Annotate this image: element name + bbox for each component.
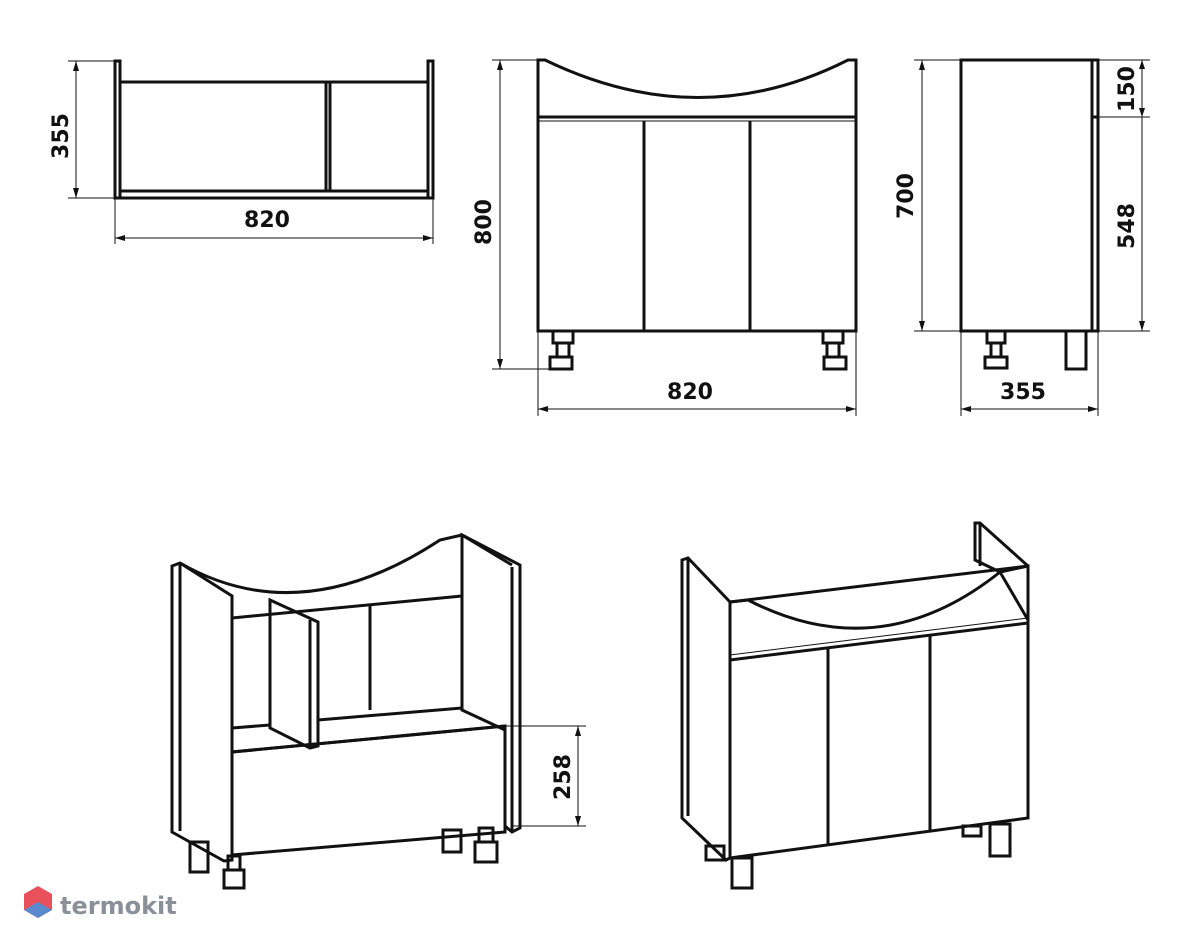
dim-side-top-label: 150 [1115, 66, 1140, 112]
iso-legs [188, 826, 499, 890]
side-leg-front [983, 329, 1009, 370]
dim-front-height-label: 800 [472, 199, 497, 245]
dim-side-height-label: 700 [894, 173, 919, 219]
iso-hatched-drawer [230, 724, 507, 857]
iso2-legs [704, 822, 1012, 890]
dimension-front-width: 820 [537, 331, 857, 416]
dimension-side-top: 150 [1098, 59, 1150, 118]
dim-top-width-label: 820 [244, 208, 290, 233]
dimension-side-lower: 548 [1098, 117, 1150, 332]
top-view-right-panel [426, 59, 435, 200]
dimension-front-height: 800 [472, 59, 550, 370]
isometric-closed-view [680, 521, 1030, 890]
dimension-top-width: 820 [114, 198, 434, 244]
iso-divider-panel [268, 597, 320, 750]
dimension-drawer-height: 258 [505, 725, 586, 827]
iso-top-curve [179, 533, 513, 595]
dim-drawer-height-label: 258 [551, 754, 576, 800]
watermark-brand: termokit [60, 892, 177, 920]
dimension-side-height: 700 [894, 59, 961, 332]
top-view-left-panel [113, 59, 122, 200]
dimension-side-depth: 355 [960, 331, 1099, 416]
iso-right-panel [460, 532, 522, 834]
dim-side-lower-label: 548 [1115, 203, 1140, 249]
front-view-outline [536, 58, 858, 333]
termokit-watermark: termokit [24, 886, 177, 920]
iso2-front-body [728, 564, 1030, 860]
top-view: 355 820 [49, 59, 435, 244]
side-view-outline [959, 58, 1100, 333]
side-leg-back [1064, 329, 1088, 371]
dim-front-width-label: 820 [667, 380, 713, 405]
dimension-top-depth: 355 [49, 60, 115, 199]
dim-side-depth-label: 355 [1000, 380, 1046, 405]
front-view: 800 820 [472, 58, 858, 416]
front-leg-left [548, 329, 575, 371]
iso2-top-curve [729, 564, 1029, 630]
side-view: 700 150 548 355 [894, 58, 1150, 416]
dim-top-depth-label: 355 [49, 113, 74, 159]
front-leg-right [821, 329, 848, 371]
isometric-open-view: 258 [170, 532, 586, 890]
top-view-divider [324, 80, 332, 193]
